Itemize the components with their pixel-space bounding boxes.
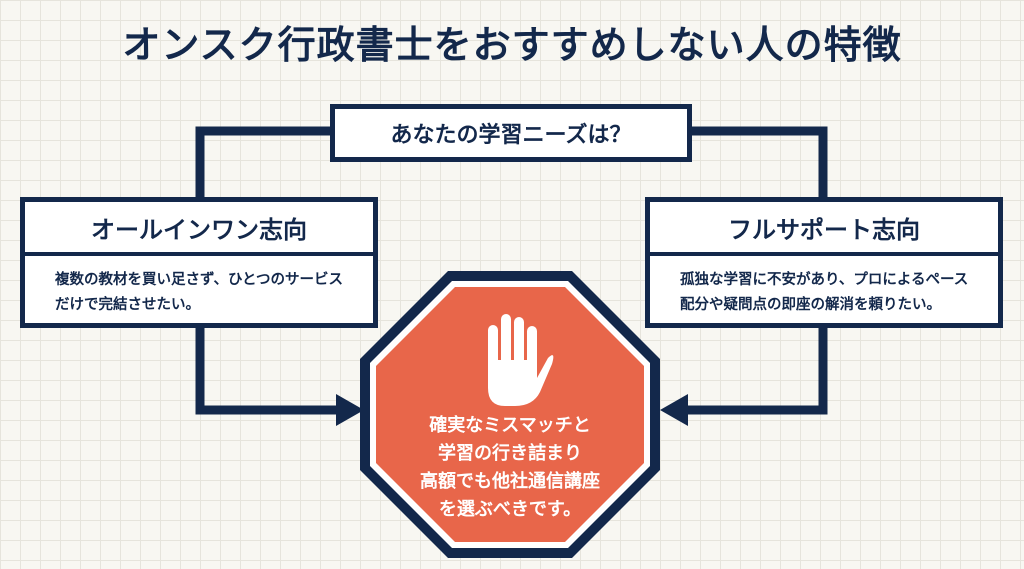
full-support-heading: フルサポート志向 <box>650 202 998 256</box>
arrow-right-head <box>660 394 688 426</box>
page-title: オンスク行政書士をおすすめしない人の特徴 <box>122 23 902 67</box>
connector-right-bottom <box>685 325 828 415</box>
question-box: あなたの学習ニーズは？ <box>330 104 692 162</box>
full-support-description: 孤独な学習に不安があり、プロによるペース配分や疑問点の即座の解消を頼りたい。 <box>680 272 969 313</box>
stop-line: を選ぶべきです。 <box>438 499 582 520</box>
stop-sign <box>360 271 660 558</box>
stop-line: 高額でも他社通信講座 <box>420 471 600 492</box>
stop-line: 確実なミスマッチと <box>429 415 591 436</box>
stop-line: 学習の行き詰まり <box>438 443 582 464</box>
stop-sign-message: 確実なミスマッチと 学習の行き詰まり 高額でも他社通信講座 を選ぶべきです。 <box>380 412 640 524</box>
all-in-one-heading: オールインワン志向 <box>25 202 373 256</box>
all-in-one-description: 複数の教材を買い足さず、ひとつのサービスだけで完結させたい。 <box>55 272 343 313</box>
connector-left-top <box>195 126 332 200</box>
full-support-card: フルサポート志向 孤独な学習に不安があり、プロによるペース配分や疑問点の即座の解… <box>645 197 1003 328</box>
arrow-left-head <box>336 394 364 426</box>
hand-stop-icon <box>488 314 554 406</box>
connector-left-bottom <box>195 325 340 415</box>
all-in-one-card: オールインワン志向 複数の教材を買い足さず、ひとつのサービスだけで完結させたい。 <box>20 197 378 328</box>
connector-right-top <box>690 126 828 200</box>
